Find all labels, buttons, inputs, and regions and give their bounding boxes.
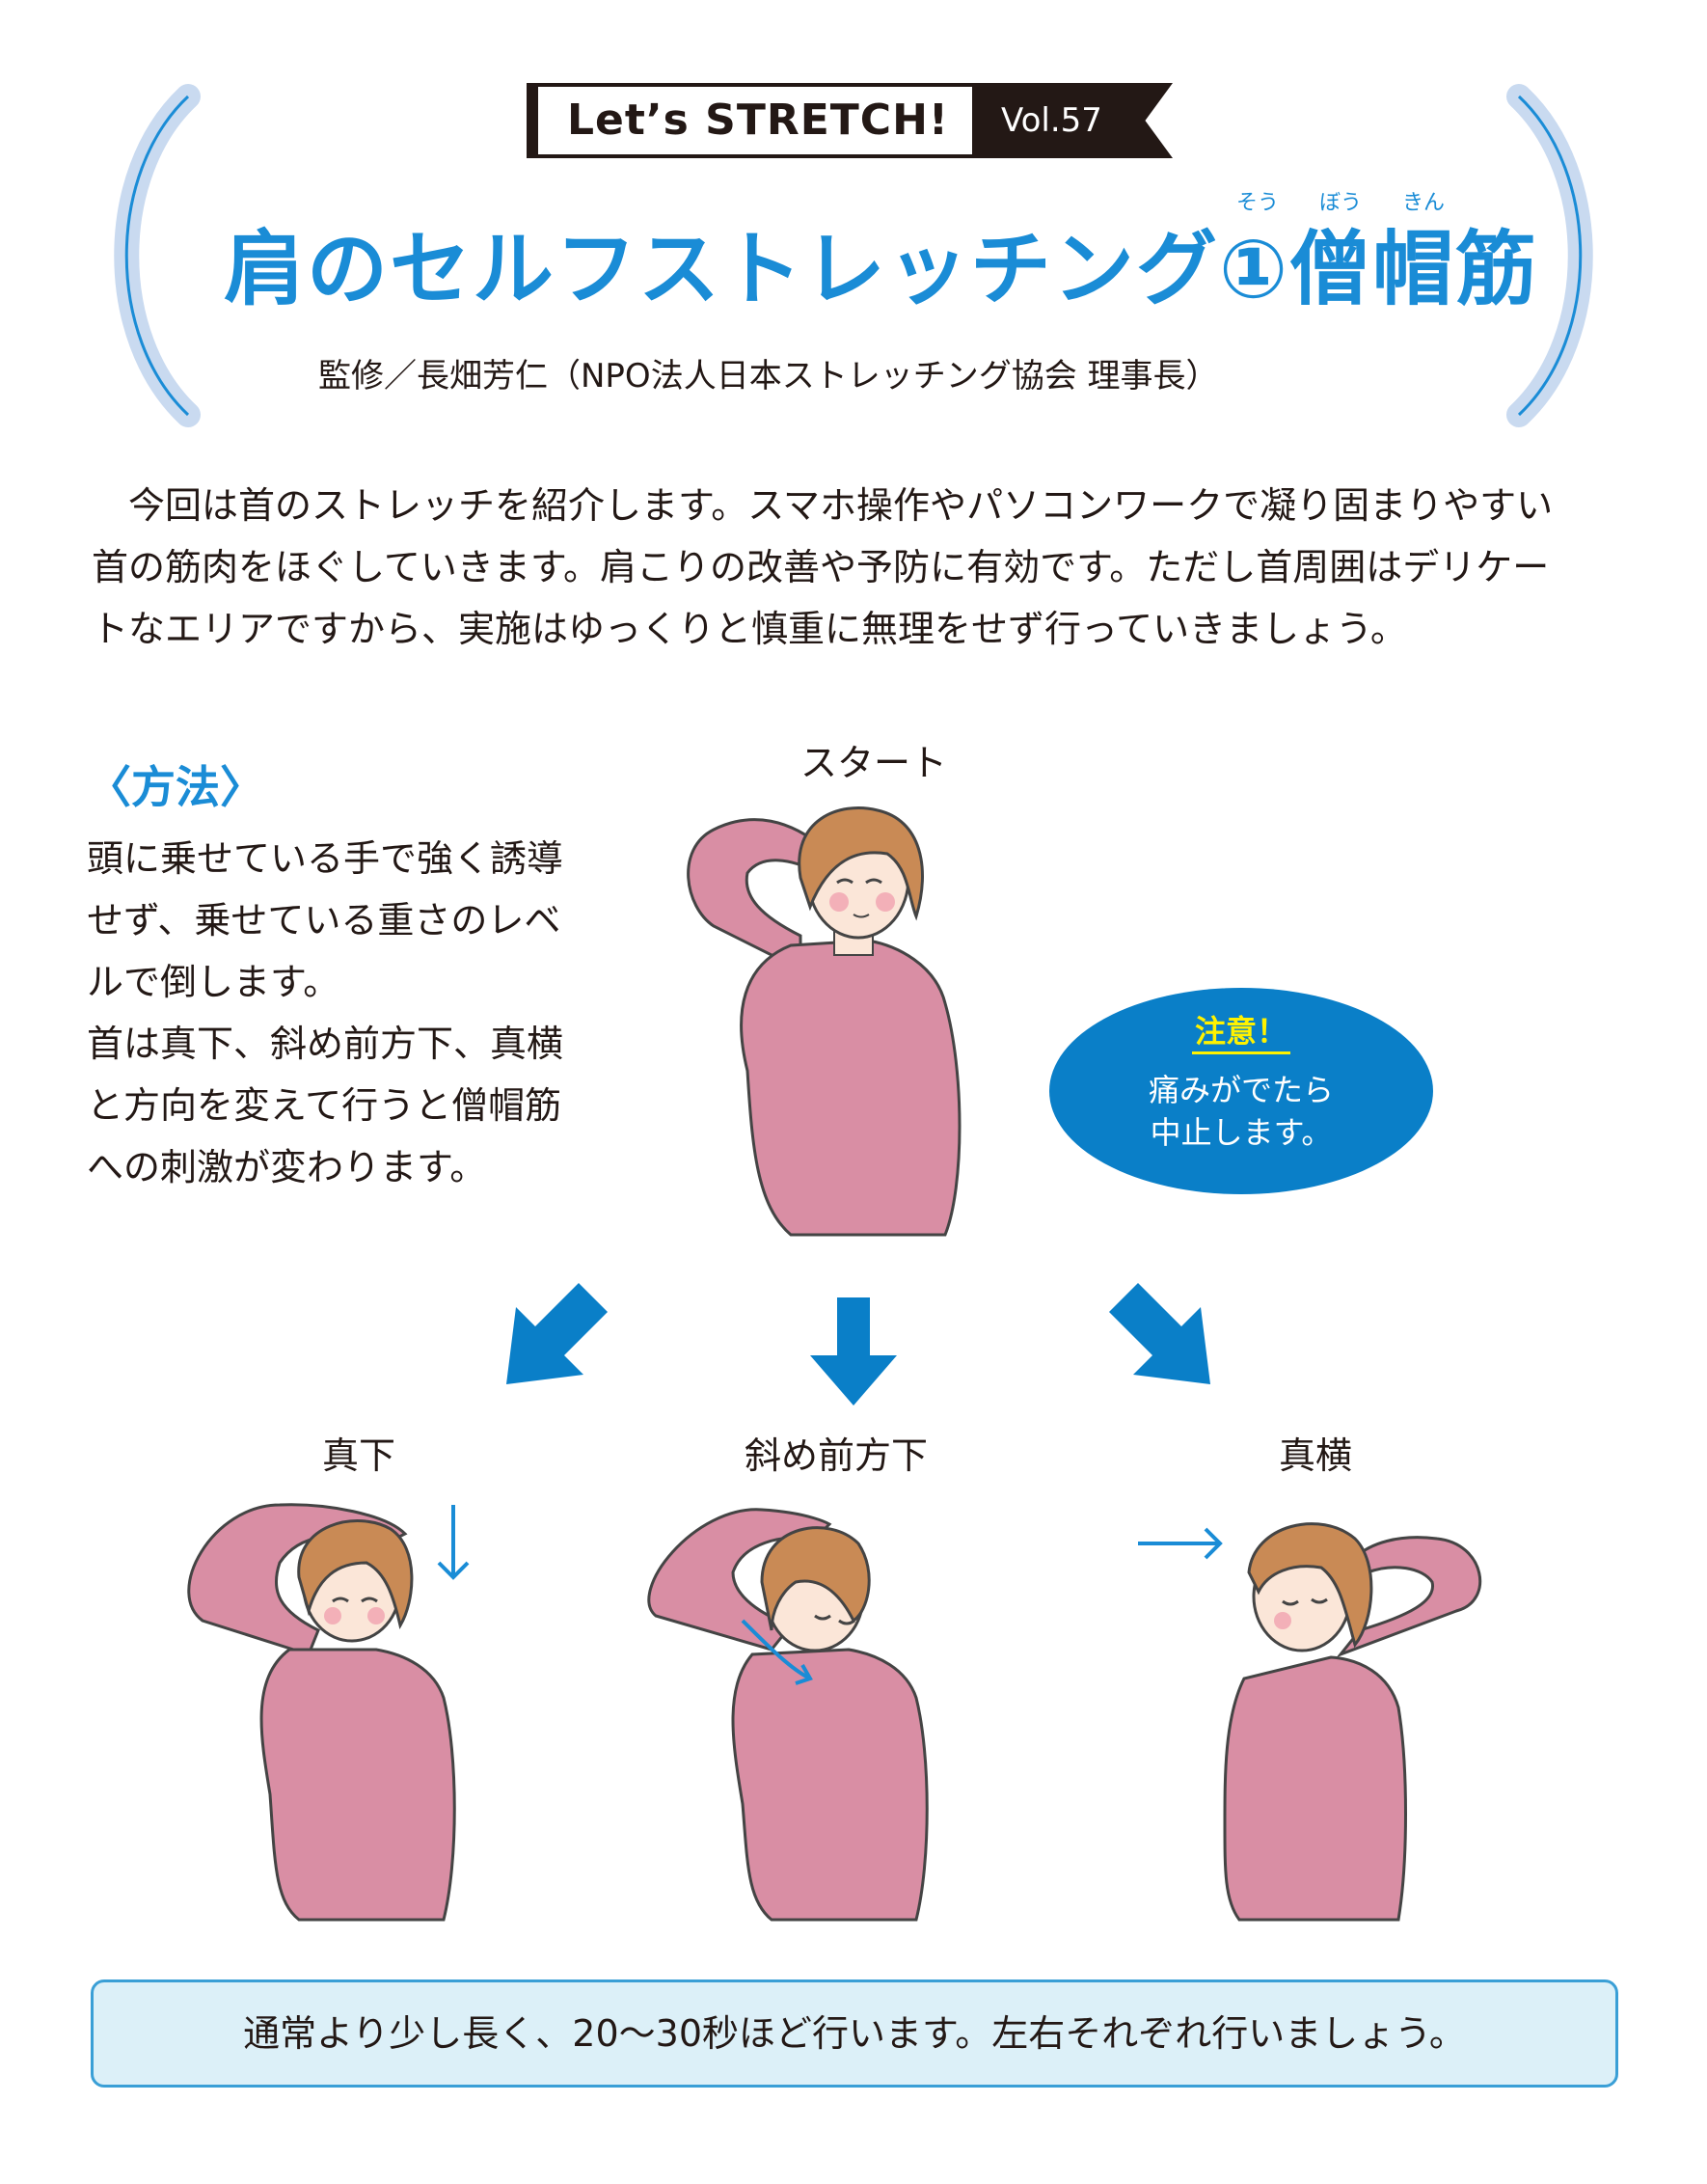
- method-text: 頭に乗せている手で強く誘導 せず、乗せている重さのレベ ルで倒します。 首は真下…: [87, 828, 627, 1198]
- start-label: スタート: [800, 742, 948, 784]
- caution-title: 注意！: [1194, 1013, 1287, 1050]
- furigana-kin: きん: [1402, 191, 1446, 215]
- diagonal-label: 斜め前方下: [745, 1434, 929, 1477]
- intro-line: 首の筋肉をほぐしていきます。肩こりの改善や予防に有効です。ただし首周囲はデリケー: [92, 546, 1550, 588]
- diagonal-pose-illustration: [647, 1508, 929, 1922]
- caution-bubble: 注意！ 痛みがでたら 中止します。: [1049, 988, 1433, 1194]
- method-heading: 〈方法〉: [87, 761, 264, 813]
- furigana-bou: ぼう: [1319, 191, 1363, 215]
- side-pose-illustration: [1138, 1522, 1482, 1922]
- method-line: せず、乗せている重さのレベ: [87, 899, 561, 942]
- arrow-down-left-icon: [506, 1283, 608, 1384]
- down-label: 真下: [322, 1434, 396, 1477]
- furigana-sou: そう: [1236, 191, 1280, 215]
- intro-line: 今回は首のストレッチを紹介します。スマホ操作やパソコンワークで凝り固まりやすい: [92, 484, 1554, 527]
- page-title: 肩のセルフストレッチング①僧帽筋: [224, 222, 1539, 316]
- method-line: 首は真下、斜め前方下、真横: [87, 1023, 564, 1065]
- caution-body: 痛みがでたら 中止します。: [1049, 1069, 1433, 1154]
- supervisor-credit: 監修／長畑芳仁（NPO法人日本ストレッチング協会 理事長）: [318, 357, 1219, 396]
- intro-paragraph: 今回は首のストレッチを紹介します。スマホ操作やパソコンワークで凝り固まりやすい …: [92, 475, 1635, 660]
- method-line: と方向を変えて行うと僧帽筋: [87, 1084, 562, 1127]
- bottom-note-box: 通常より少し長く、20〜30秒ほど行います。左右それぞれ行いましょう。: [91, 1979, 1618, 2088]
- method-line: ルで倒します。: [87, 961, 340, 1003]
- arrow-down-icon: [810, 1297, 897, 1406]
- arrow-down-right-icon: [1109, 1283, 1210, 1384]
- start-pose-illustration: [687, 806, 962, 1237]
- caution-underline: [1192, 1051, 1290, 1054]
- intro-line: トなエリアですから、実施はゆっくりと慎重に無理をせず行っていきましょう。: [92, 608, 1407, 650]
- side-label: 真横: [1279, 1434, 1353, 1477]
- method-line: 頭に乗せている手で強く誘導: [87, 837, 564, 880]
- right-bracket-decoration: [1506, 84, 1593, 427]
- series-badge: Let’s STRETCH!: [527, 83, 976, 158]
- caution-line: 痛みがでたら: [1148, 1072, 1334, 1108]
- left-bracket-decoration: [114, 84, 201, 427]
- method-line: への刺激が変わります。: [87, 1146, 487, 1188]
- volume-tag: Vol.57: [976, 83, 1173, 158]
- caution-line: 中止します。: [1150, 1114, 1333, 1151]
- down-pose-illustration: [187, 1503, 470, 1922]
